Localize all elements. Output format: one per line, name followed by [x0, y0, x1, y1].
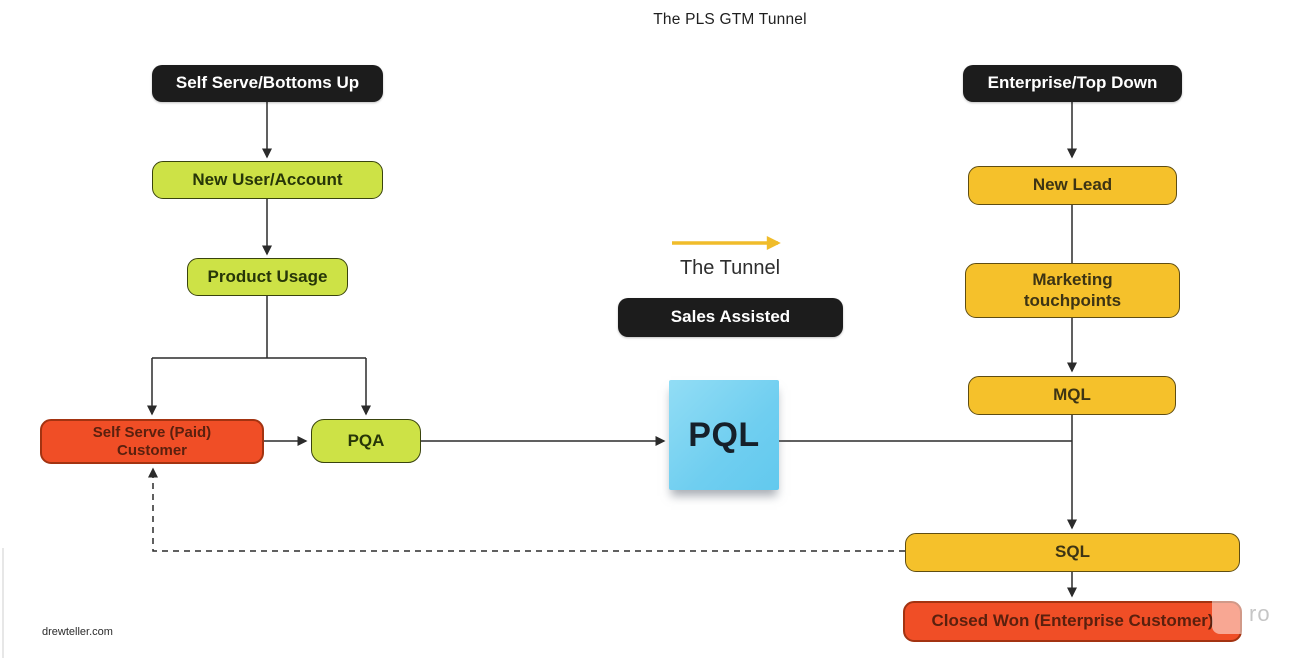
node-closed-won-enterprise-customer[interactable]: Closed Won (Enterprise Customer) — [903, 601, 1242, 642]
sticky-note-pql[interactable]: PQL — [669, 380, 779, 490]
site-credit: drewteller.com — [42, 626, 113, 638]
node-mql[interactable]: MQL — [968, 376, 1176, 415]
node-label: PQL — [688, 415, 760, 454]
connector-sql-to-paidcustomer-dashed — [148, 467, 905, 552]
node-label: PQA — [347, 430, 385, 450]
node-self-serve-bottoms-up[interactable]: Self Serve/Bottoms Up — [152, 65, 383, 102]
node-product-usage[interactable]: Product Usage — [187, 258, 348, 296]
frame-edge-line — [2, 548, 4, 658]
node-label: Marketing touchpoints — [1023, 270, 1122, 310]
node-label: Self Serve/Bottoms Up — [175, 73, 360, 93]
node-sql[interactable]: SQL — [905, 533, 1240, 572]
node-new-lead[interactable]: New Lead — [968, 166, 1177, 205]
node-label: New User/Account — [192, 169, 343, 189]
node-pqa[interactable]: PQA — [311, 419, 421, 463]
node-label: Self Serve (Paid) Customer — [92, 423, 212, 459]
node-self-serve-paid-customer[interactable]: Self Serve (Paid) Customer — [40, 419, 264, 464]
node-label: SQL — [1055, 542, 1090, 562]
node-label: Closed Won (Enterprise Customer) — [931, 611, 1214, 631]
miro-wordmark-fragment: ro — [1249, 601, 1271, 626]
node-label: Sales Assisted — [670, 307, 791, 327]
node-label: New Lead — [1032, 175, 1113, 195]
node-enterprise-top-down[interactable]: Enterprise/Top Down — [963, 65, 1182, 102]
node-marketing-touchpoints[interactable]: Marketing touchpoints — [965, 263, 1180, 318]
node-label: MQL — [1053, 385, 1091, 405]
board-title[interactable]: The PLS GTM Tunnel — [653, 11, 807, 28]
node-label: Enterprise/Top Down — [987, 73, 1158, 93]
connector-productusage-branch — [152, 296, 366, 359]
node-new-user-account[interactable]: New User/Account — [152, 161, 383, 199]
miro-logo-watermark — [1212, 589, 1248, 634]
tunnel-label[interactable]: The Tunnel — [679, 257, 781, 279]
node-label: Product Usage — [207, 266, 328, 286]
node-sales-assisted[interactable]: Sales Assisted — [618, 298, 843, 337]
